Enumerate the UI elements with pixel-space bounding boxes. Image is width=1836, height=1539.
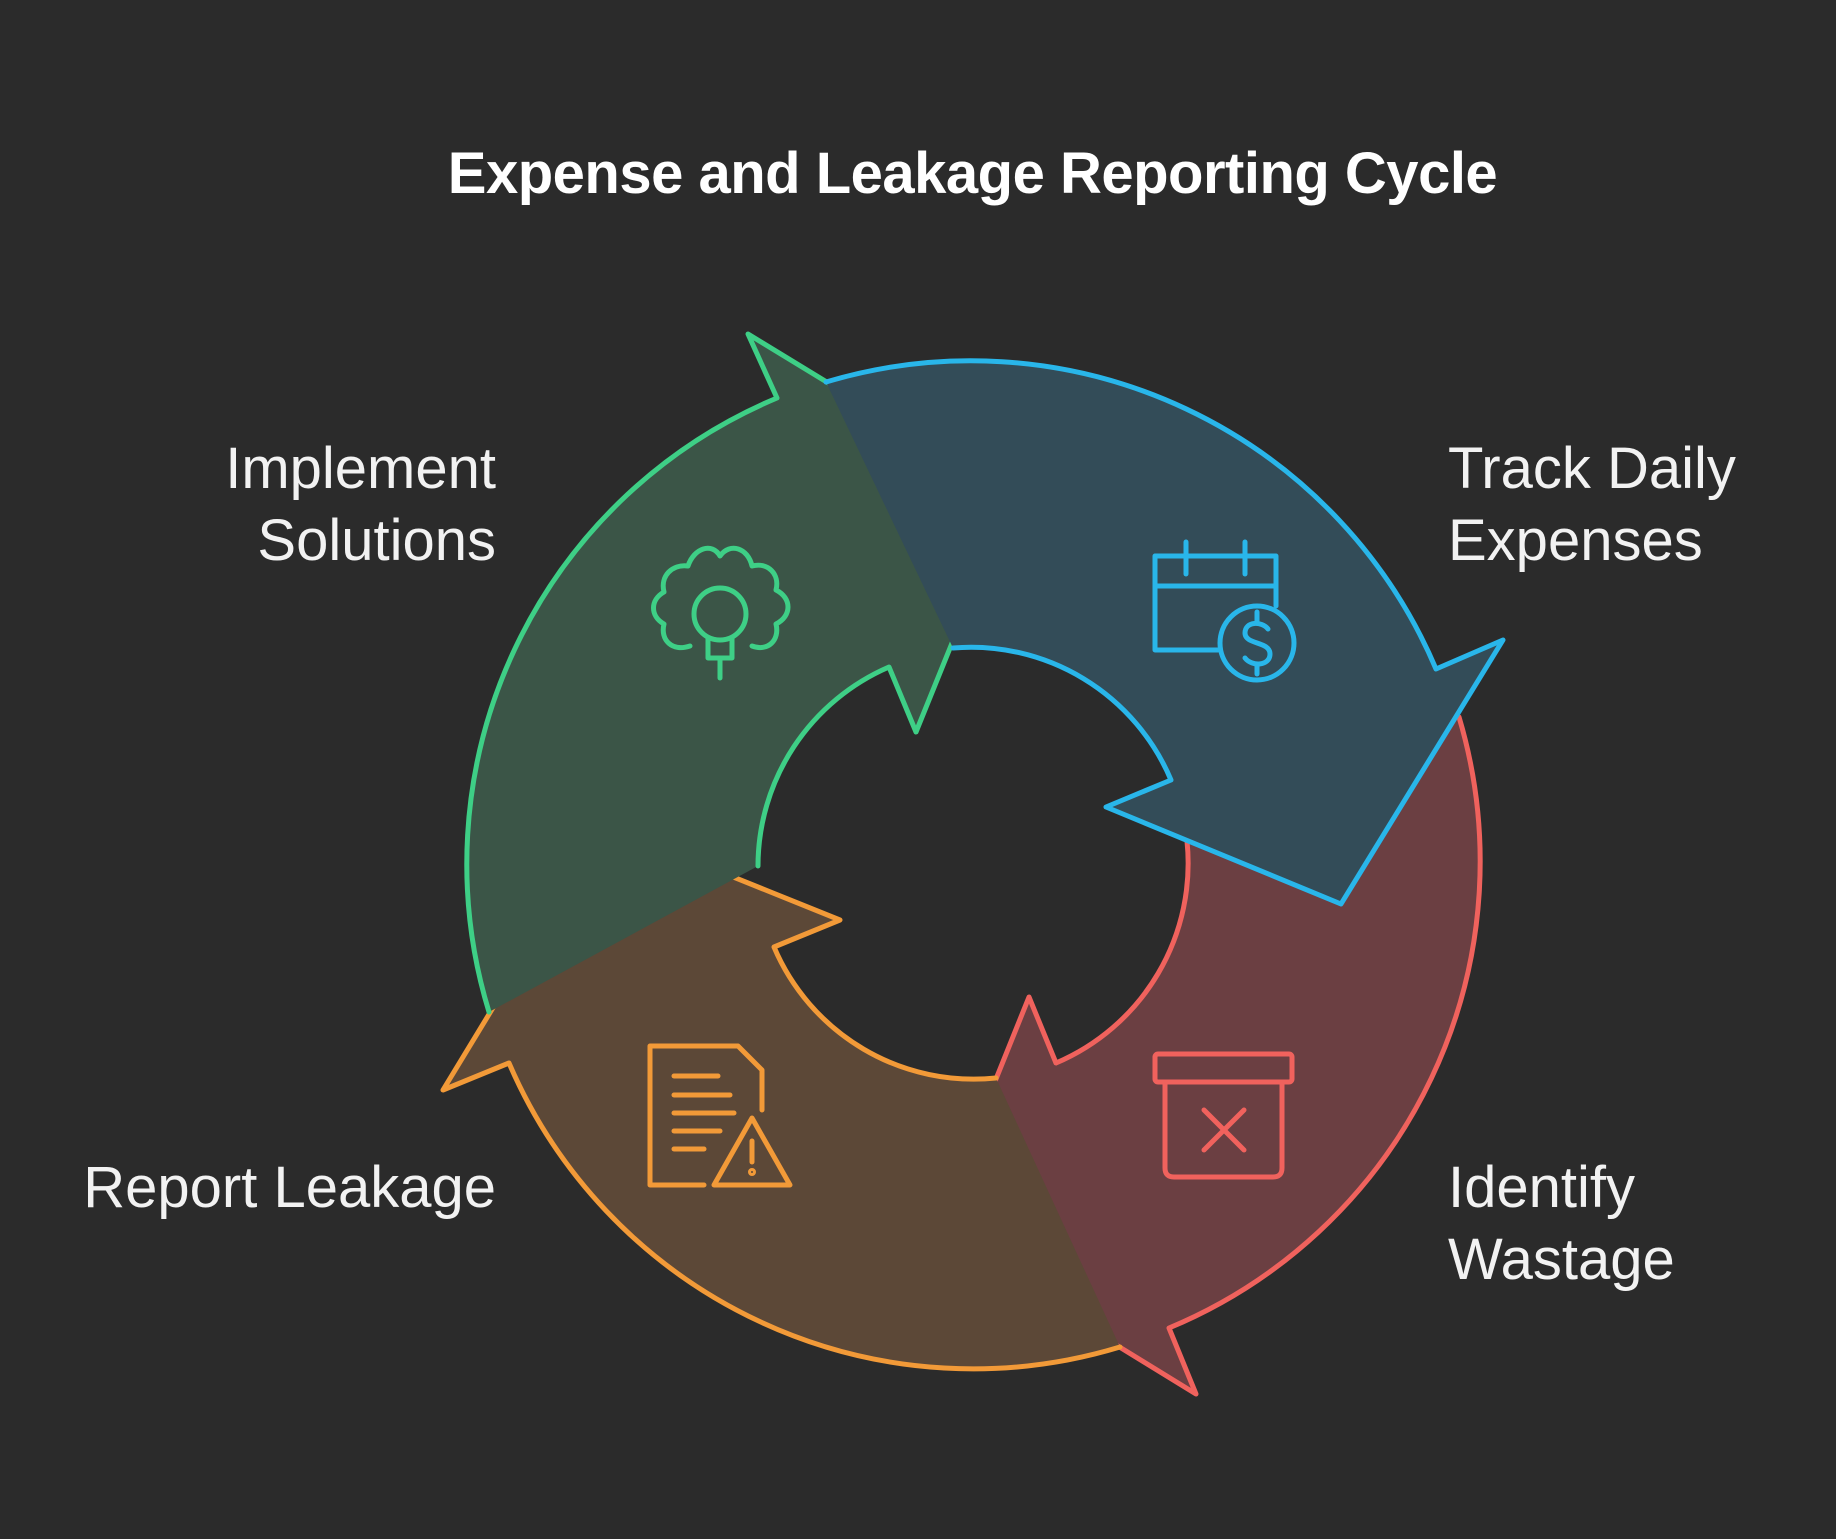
cycle-arrow-report: [440, 822, 1123, 1372]
step-label-line: Report Leakage: [83, 1155, 496, 1220]
diagram-title: Expense and Leakage Reporting Cycle: [447, 141, 1498, 206]
step-label-identify-wastage: Identify Wastage: [1448, 1152, 1675, 1296]
step-label-line: Implement: [225, 436, 496, 501]
cycle-arrow-track: [823, 358, 1506, 907]
document-warning-icon: [647, 1043, 793, 1188]
gear-lightbulb-icon: [651, 545, 791, 681]
step-label-line: Expenses: [1448, 508, 1703, 573]
step-label-implement-solutions: Implement Solutions: [225, 433, 496, 577]
step-label-line: Track Daily: [1448, 436, 1736, 501]
step-label-line: Wastage: [1448, 1227, 1675, 1292]
cycle-arrow-implement: [464, 331, 1015, 1015]
archive-box-x-icon: [1152, 1051, 1295, 1180]
step-label-track-daily-expenses: Track Daily Expenses: [1448, 433, 1736, 577]
step-label-line: Identify: [1448, 1155, 1635, 1220]
step-label-report-leakage: Report Leakage: [83, 1152, 496, 1224]
calendar-dollar-icon: [1152, 539, 1297, 683]
step-label-line: Solutions: [257, 508, 496, 573]
